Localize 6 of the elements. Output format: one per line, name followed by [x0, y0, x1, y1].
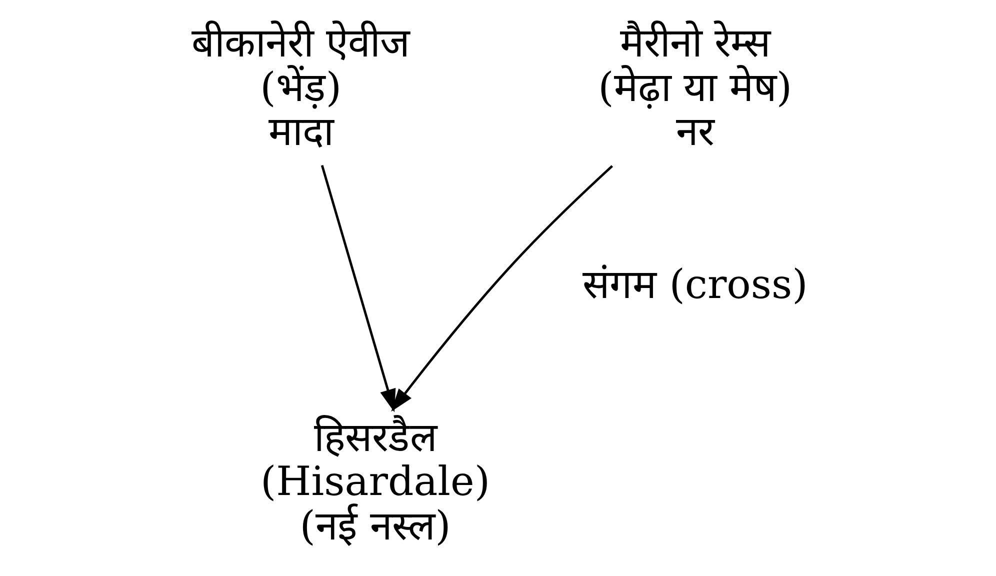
- node-text: मैरीनो रेम्स (मेढ़ा या मेष) नर: [598, 20, 792, 156]
- label: संगम (cross): [582, 262, 808, 308]
- arrow: [391, 165, 614, 412]
- node-text: बीकानेरी ऐवीज (भेंड़) मादा: [191, 20, 410, 156]
- arrow: [320, 164, 396, 412]
- node-text: हिसरडैल (Hisardale) (नई नस्ल): [260, 414, 490, 550]
